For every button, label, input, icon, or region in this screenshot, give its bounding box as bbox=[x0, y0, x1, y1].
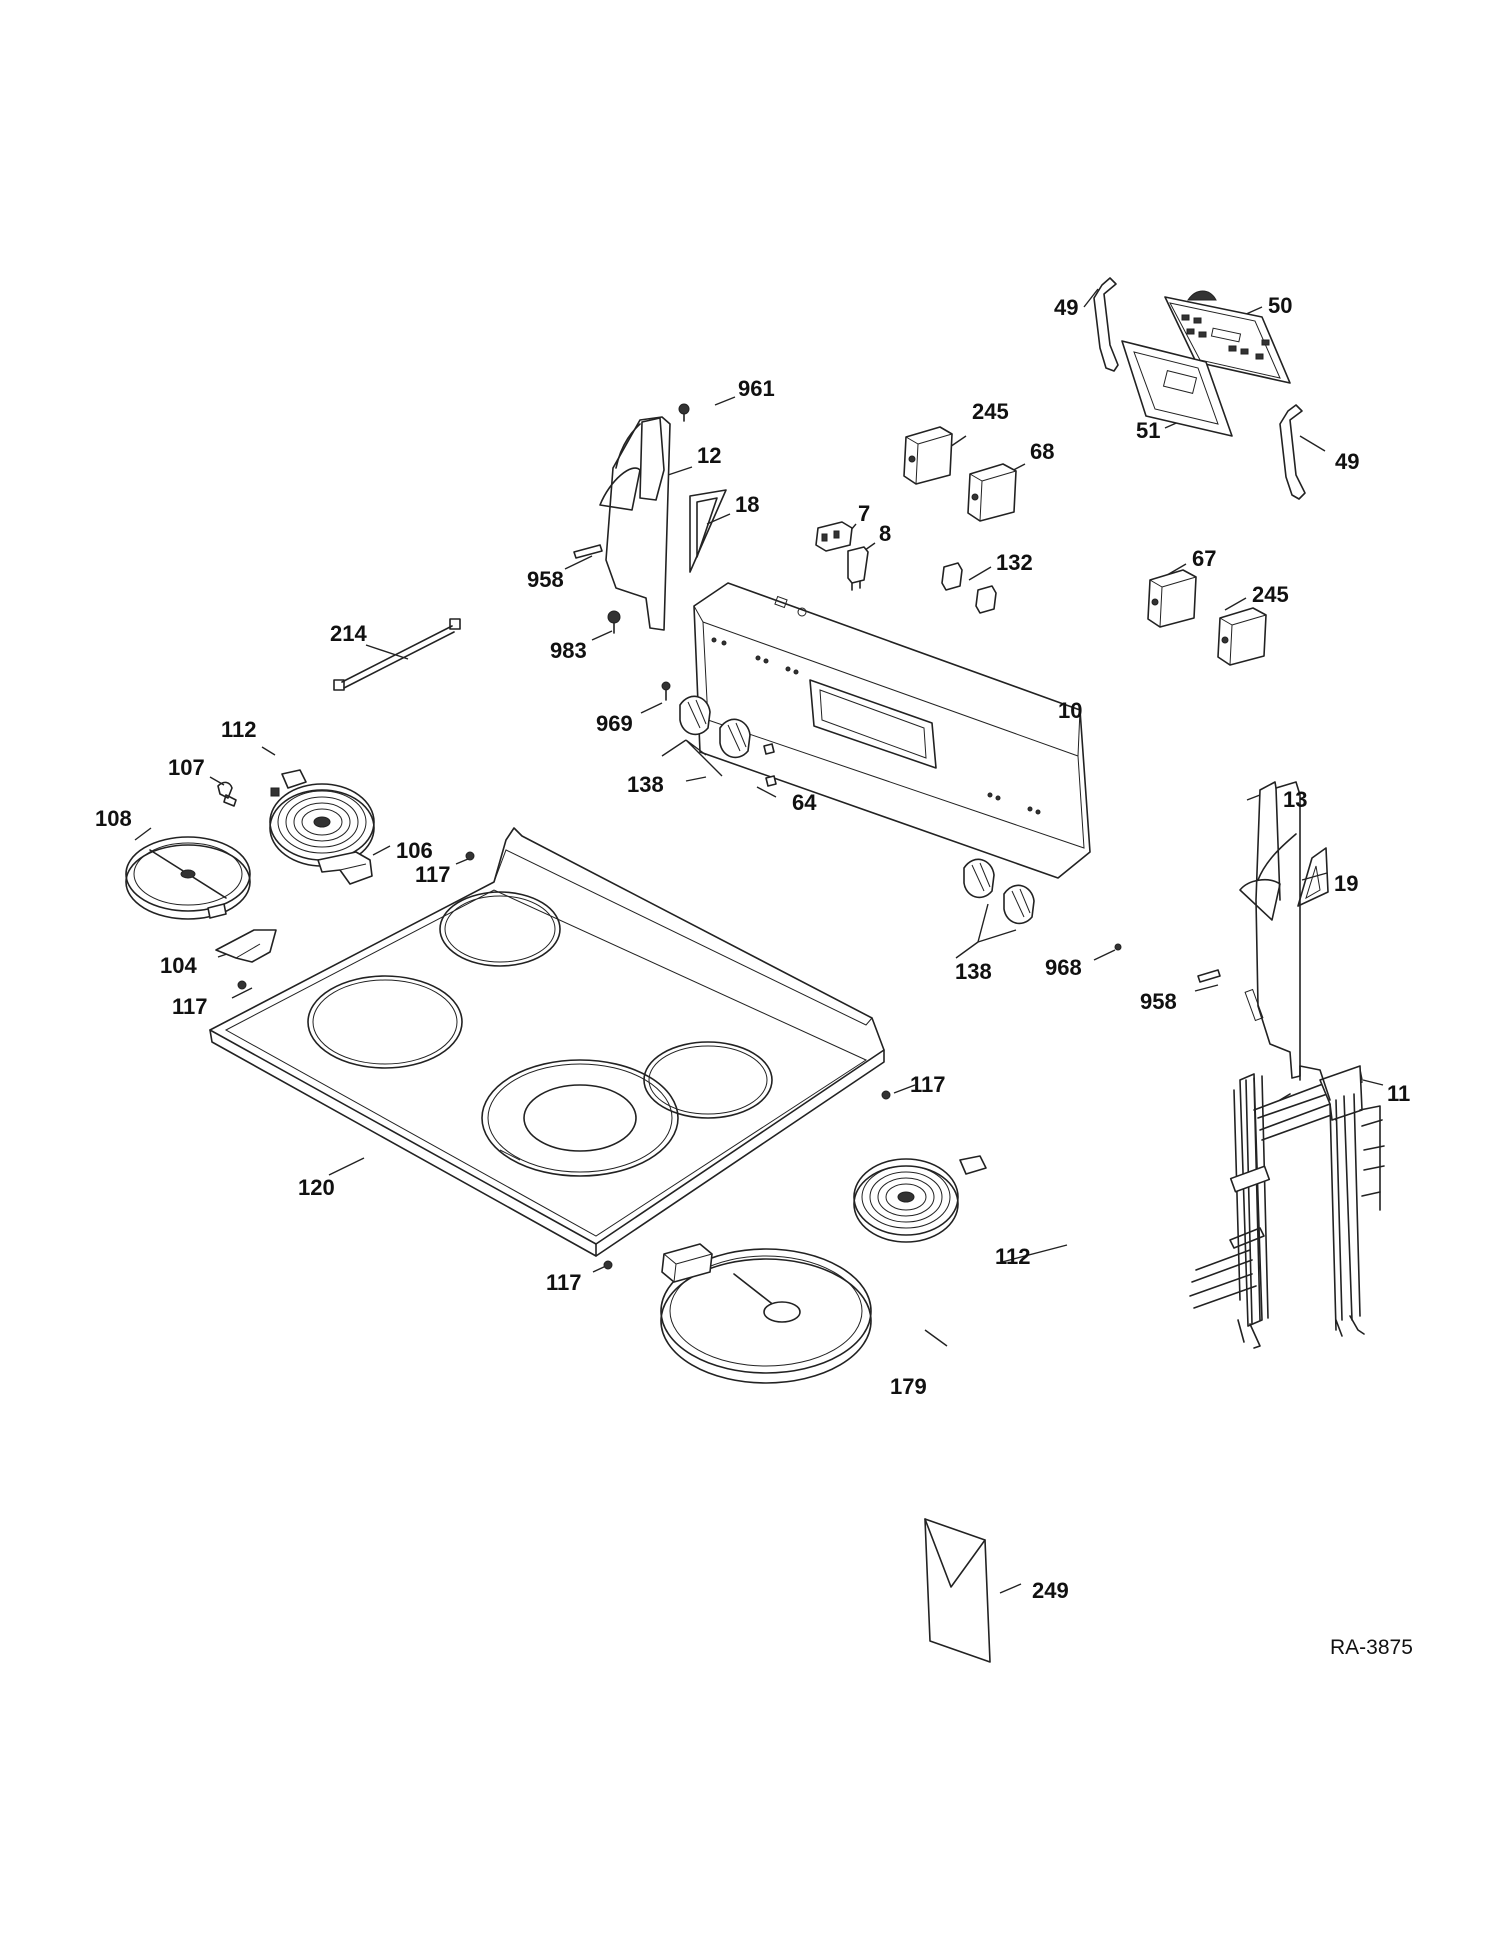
side-bracket-19 bbox=[1297, 847, 1329, 907]
callout-117: 117 bbox=[415, 862, 451, 887]
callout-249: 249 bbox=[1032, 1578, 1069, 1603]
callout-983: 983 bbox=[550, 638, 587, 663]
screw-958-left bbox=[573, 544, 603, 559]
wire-214 bbox=[333, 618, 461, 691]
callout-117: 117 bbox=[910, 1072, 946, 1097]
infinite-switch-245-bottom bbox=[1217, 607, 1267, 666]
screw-961 bbox=[678, 403, 690, 422]
callout-138: 138 bbox=[955, 959, 992, 984]
callout-112: 112 bbox=[221, 717, 257, 742]
screw-969 bbox=[661, 681, 671, 701]
element-ring-108 bbox=[125, 836, 251, 920]
nut-117-c bbox=[881, 1090, 891, 1100]
knob-insert-64 bbox=[763, 743, 777, 787]
control-bracket-left bbox=[1093, 277, 1119, 372]
callout-8: 8 bbox=[879, 521, 891, 546]
callout-18: 18 bbox=[735, 492, 759, 517]
nut-117-a bbox=[465, 851, 475, 861]
callout-104: 104 bbox=[160, 953, 197, 978]
screw-968 bbox=[1114, 943, 1122, 951]
callout-49: 49 bbox=[1335, 449, 1359, 474]
backguard-panel bbox=[693, 582, 1091, 879]
callout-7: 7 bbox=[858, 501, 870, 526]
callout-107: 107 bbox=[168, 755, 205, 780]
clip-107 bbox=[217, 781, 237, 807]
callout-117: 117 bbox=[546, 1270, 582, 1295]
nut-117-b bbox=[237, 980, 247, 990]
callout-132: 132 bbox=[996, 550, 1033, 575]
callout-969: 969 bbox=[596, 711, 633, 736]
callout-64: 64 bbox=[792, 790, 817, 815]
infinite-switch-67 bbox=[1147, 569, 1197, 628]
leader-lines bbox=[134, 288, 1384, 1594]
radiant-element-112-top bbox=[269, 769, 375, 867]
callout-19: 19 bbox=[1334, 871, 1358, 896]
callout-179: 179 bbox=[890, 1374, 927, 1399]
control-bracket-right bbox=[1279, 404, 1306, 500]
callout-12: 12 bbox=[697, 443, 721, 468]
infinite-switch-245-top bbox=[903, 426, 953, 485]
callout-labels: 49 50 961 51 49 245 68 12 18 7 8 132 67 … bbox=[95, 293, 1410, 1603]
diagram-reference-code: RA-3875 bbox=[1330, 1636, 1413, 1659]
wire-harness-11 bbox=[1189, 1065, 1385, 1349]
literature-249 bbox=[924, 1518, 991, 1663]
screw-983 bbox=[607, 610, 621, 634]
switch-7 bbox=[815, 521, 853, 552]
knob-138-bottom-bracket bbox=[955, 903, 1017, 959]
infinite-switch-68 bbox=[967, 463, 1017, 522]
screw-958-right bbox=[1197, 969, 1221, 983]
knob-138-bottom-b bbox=[1003, 884, 1035, 925]
radiant-element-112-bottom bbox=[853, 1155, 987, 1243]
callout-67: 67 bbox=[1192, 546, 1216, 571]
callout-120: 120 bbox=[298, 1175, 335, 1200]
knob-138-bottom-a bbox=[963, 858, 995, 899]
callout-108: 108 bbox=[95, 806, 132, 831]
side-bracket-18 bbox=[689, 489, 727, 573]
callout-958: 958 bbox=[1140, 989, 1177, 1014]
element-bracket-104 bbox=[215, 929, 277, 963]
callout-214: 214 bbox=[330, 621, 367, 646]
callout-11: 11 bbox=[1387, 1081, 1410, 1106]
callout-245: 245 bbox=[972, 399, 1009, 424]
callout-117: 117 bbox=[172, 994, 208, 1019]
knob-138-top-b bbox=[719, 718, 751, 759]
callout-68: 68 bbox=[1030, 439, 1054, 464]
switch-8 bbox=[847, 546, 869, 591]
nut-117-d bbox=[603, 1260, 613, 1270]
callout-13: 13 bbox=[1283, 787, 1307, 812]
callout-50: 50 bbox=[1268, 293, 1292, 318]
element-ring-179 bbox=[660, 1243, 872, 1384]
knob-138-top-bracket bbox=[661, 739, 723, 777]
control-overlay bbox=[1121, 340, 1233, 437]
element-bracket-106 bbox=[317, 851, 373, 885]
callout-51: 51 bbox=[1136, 418, 1160, 443]
side-trim-left bbox=[599, 416, 671, 631]
callout-10: 10 bbox=[1058, 698, 1082, 723]
callout-106: 106 bbox=[396, 838, 433, 863]
callout-961: 961 bbox=[738, 376, 775, 401]
knob-138-top-a bbox=[679, 695, 711, 736]
relay-132 bbox=[941, 562, 997, 614]
callout-968: 968 bbox=[1045, 955, 1082, 980]
callout-138: 138 bbox=[627, 772, 664, 797]
callout-958: 958 bbox=[527, 567, 564, 592]
side-trim-right bbox=[1239, 781, 1301, 1079]
callout-49: 49 bbox=[1054, 295, 1078, 320]
cooktop-glass-120 bbox=[209, 827, 885, 1257]
callout-112: 112 bbox=[995, 1244, 1031, 1269]
callout-245: 245 bbox=[1252, 582, 1289, 607]
